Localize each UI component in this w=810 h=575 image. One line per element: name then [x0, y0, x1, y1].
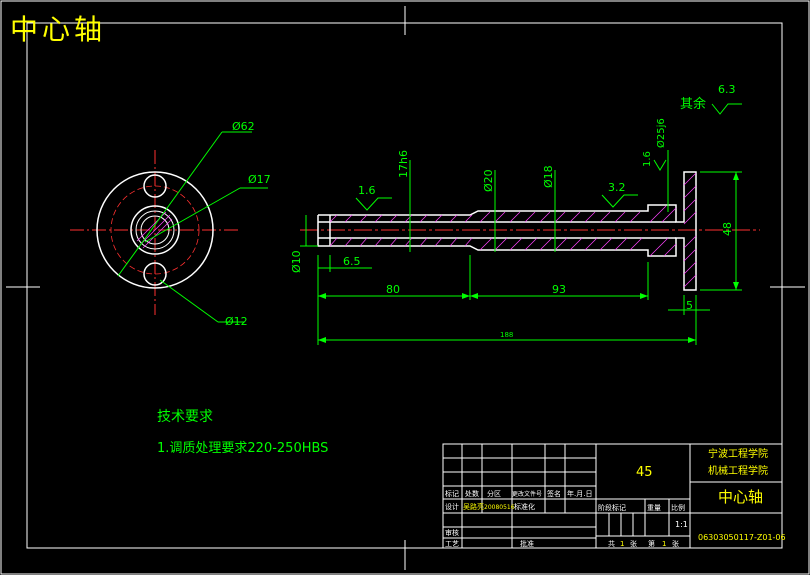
sheet-unit1: 张 — [630, 539, 637, 548]
tb-header-3: 更改文件号 — [512, 490, 542, 498]
part-name: 中心轴 — [718, 488, 763, 506]
tb-row2-3: 标准化 — [514, 502, 535, 511]
dim-d25: Ø25j6 — [655, 118, 667, 148]
tech-requirements-item: 1.调质处理要求220-250HBS — [157, 441, 328, 456]
dim-d20: Ø20 — [482, 169, 495, 192]
sheet-unit2: 张 — [672, 539, 679, 548]
centering-marks — [6, 6, 805, 570]
tb-header-5: 年.月.日 — [567, 489, 592, 498]
sheet-label: 第 — [648, 539, 655, 548]
tb-row4-0: 工艺 — [445, 540, 459, 548]
drawing-number: 06303050117-Z01-06 — [698, 533, 786, 542]
tb-stage-1: 重量 — [647, 504, 661, 512]
school-name: 宁波工程学院 — [708, 447, 768, 460]
dim-total-length: 188 — [500, 331, 513, 339]
end-view: Ø62 Ø17 Ø12 — [70, 120, 271, 328]
tb-header-4: 签名 — [547, 489, 561, 498]
tb-row3-0: 审核 — [445, 528, 459, 537]
roughness-general-value: 6.3 — [718, 83, 736, 96]
scale: 1:1 — [675, 520, 688, 529]
drawing-title: 中心轴 — [10, 13, 107, 46]
roughness-general-label: 其余 — [680, 96, 706, 112]
sheet-prefix: 共 — [608, 539, 615, 548]
material: 45 — [636, 465, 653, 480]
dim-5: 5 — [686, 299, 693, 312]
title-block-text: 45 宁波工程学院 机械工程学院 中心轴 06303050117-Z01-06 … — [445, 447, 786, 548]
tb-header-0: 标记 — [445, 489, 459, 498]
dim-d18: Ø18 — [542, 165, 555, 188]
tb-row2-1: 吴路亮 — [463, 502, 484, 511]
dim-17h6: 17h6 — [397, 150, 410, 178]
dim-6-5: 6.5 — [343, 255, 361, 268]
roughness-3: 1.6 — [642, 151, 653, 167]
dim-outer-diameter: Ø62 — [232, 120, 255, 133]
dim-inner-diameter: Ø17 — [248, 173, 271, 186]
tech-requirements-title: 技术要求 — [157, 409, 213, 425]
sheet-total: 1 — [620, 540, 624, 548]
tb-header-1: 处数 — [465, 489, 479, 498]
dim-93: 93 — [552, 283, 566, 296]
tb-row4-1: 批准 — [520, 539, 534, 548]
sheet-num: 1 — [662, 540, 666, 548]
tb-stage-0: 阶段标记 — [598, 503, 626, 512]
department-name: 机械工程学院 — [708, 464, 768, 477]
title-block — [442, 443, 783, 549]
tb-row2-2: 20080516 — [484, 504, 515, 511]
tb-stage-2: 比例 — [671, 503, 685, 512]
dim-80: 80 — [386, 283, 400, 296]
side-view: 17h6 Ø20 Ø18 Ø25j6 Ø10 48 6.5 80 93 5 18… — [290, 83, 760, 345]
dim-d10: Ø10 — [290, 250, 303, 273]
roughness-2: 3.2 — [608, 181, 626, 194]
roughness-1: 1.6 — [358, 184, 376, 197]
dim-48: 48 — [721, 222, 734, 236]
tb-header-2: 分区 — [487, 489, 501, 498]
dim-hole-diameter: Ø12 — [225, 315, 248, 328]
tb-row2-0: 设计 — [445, 502, 459, 511]
